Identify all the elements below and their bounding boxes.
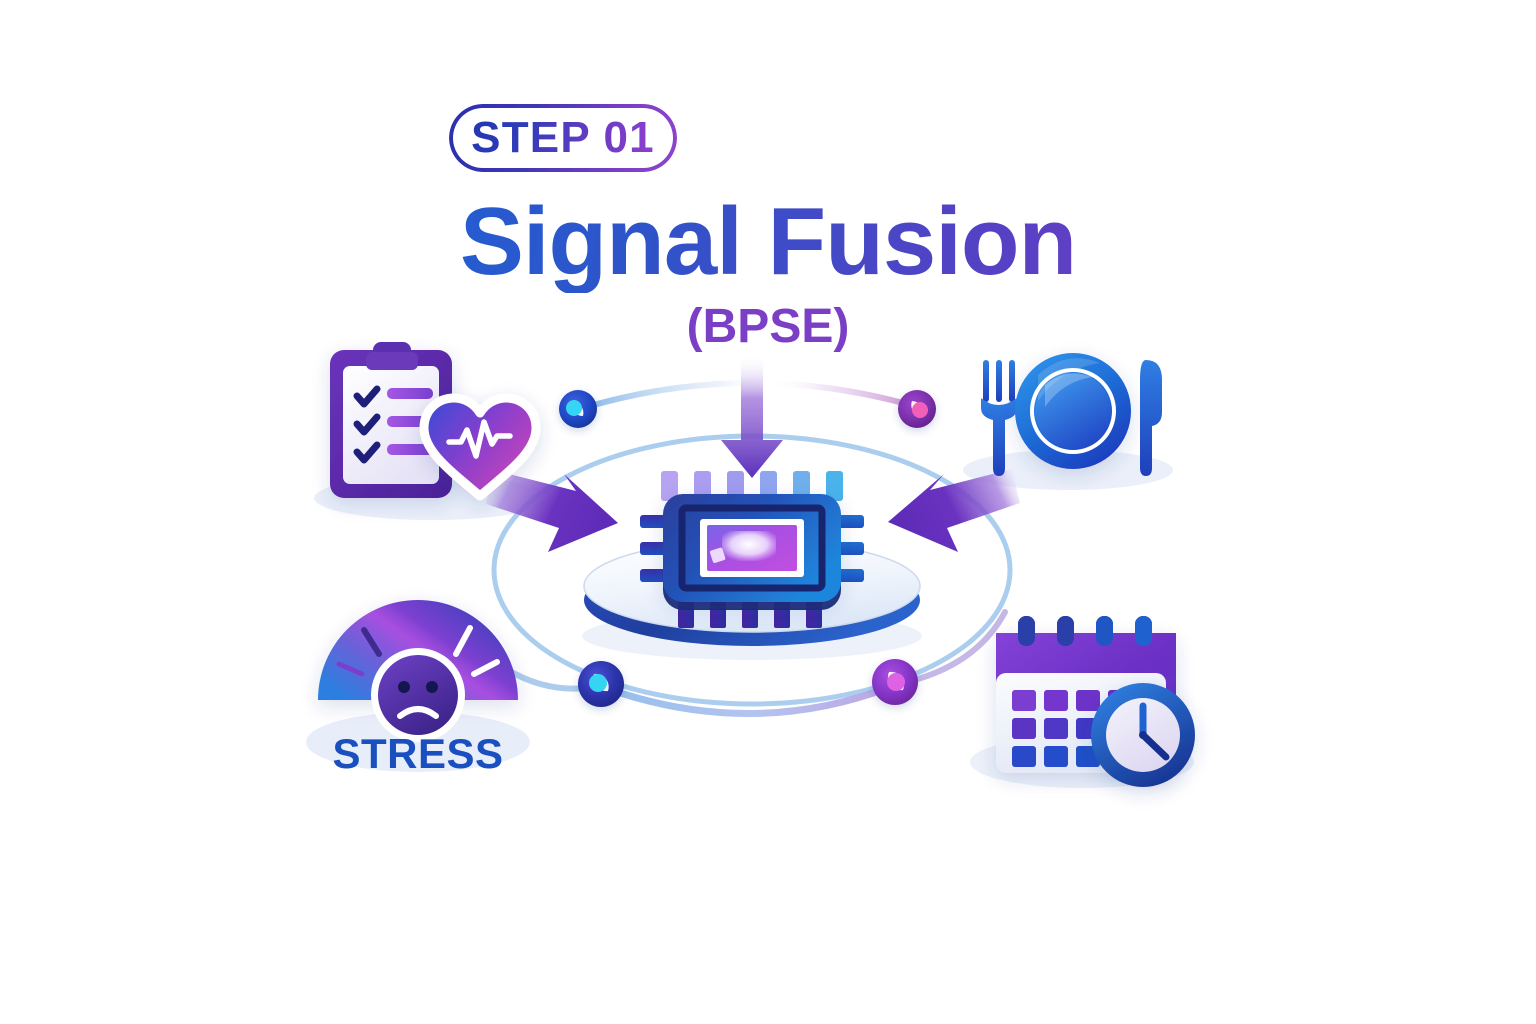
clipboard-checklist-icon[interactable] bbox=[330, 342, 452, 498]
stress-gauge-icon[interactable]: STRESS bbox=[318, 600, 518, 777]
calendar-rings-front bbox=[1018, 616, 1152, 646]
arrow-left-in bbox=[486, 470, 618, 552]
gauge-ticks bbox=[336, 625, 500, 677]
heart-pulse-icon[interactable] bbox=[419, 393, 541, 501]
orbit-node-top-right[interactable] bbox=[898, 390, 936, 428]
page-subtitle: (BPSE) bbox=[686, 300, 850, 353]
clipboard-check-row-3 bbox=[353, 441, 433, 464]
plate-fork-knife-icon[interactable] bbox=[981, 353, 1162, 476]
clipboard-check-row-1 bbox=[353, 385, 433, 408]
calendar-clock-icon[interactable] bbox=[996, 616, 1195, 787]
knife-icon bbox=[1140, 360, 1162, 476]
cpu-chip bbox=[640, 471, 864, 628]
chip-pins-left bbox=[640, 515, 668, 582]
page-title: Signal Fusion bbox=[0, 191, 1536, 293]
arrow-right-in bbox=[888, 469, 1020, 552]
chip-pins-top bbox=[661, 471, 843, 501]
chip-pins-right bbox=[836, 515, 864, 582]
plate-icon bbox=[1015, 353, 1131, 469]
stress-label: STRESS bbox=[332, 730, 503, 777]
orbit-node-bottom-left[interactable] bbox=[578, 661, 624, 707]
arrow-down-title bbox=[721, 355, 783, 478]
fork-icon bbox=[981, 360, 1017, 476]
orbit-node-top-left[interactable] bbox=[559, 390, 597, 428]
orbit-node-bottom-right[interactable] bbox=[872, 659, 918, 705]
clock-icon bbox=[1091, 683, 1195, 787]
step-badge-label: STEP 01 bbox=[471, 113, 655, 162]
